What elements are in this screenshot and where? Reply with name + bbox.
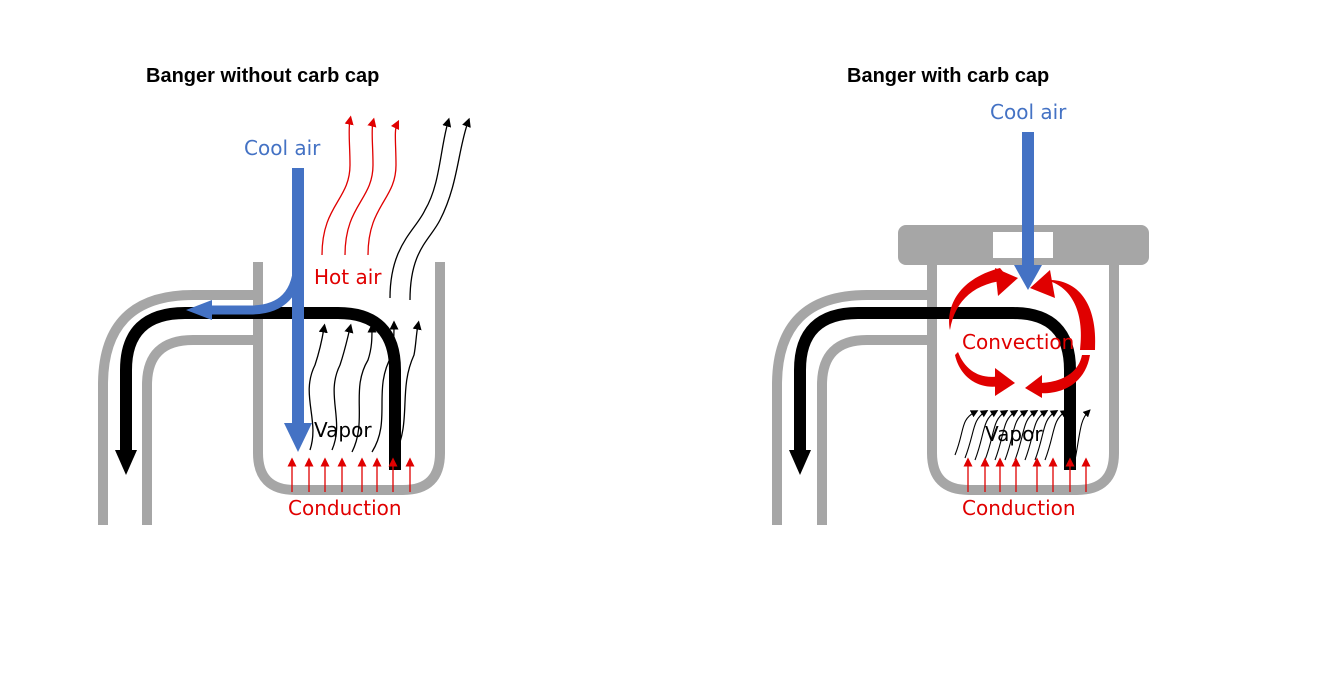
left-vapor-arrows — [308, 117, 471, 456]
left-hot-air-arrows — [321, 115, 400, 256]
convection-label: Convection — [962, 330, 1074, 354]
right-cool-air-arrow — [1014, 132, 1042, 290]
right-conduction-arrows — [963, 457, 1091, 492]
left-vapor-label: Vapor — [314, 418, 372, 442]
right-conduction-label: Conduction — [962, 496, 1076, 520]
left-conduction-arrows — [287, 457, 415, 492]
left-hot-air-label: Hot air — [314, 265, 382, 289]
right-vapor-arrows — [954, 409, 1091, 461]
banger-with-cap-diagram: Banger with carb cap — [772, 65, 1149, 525]
left-banger-glass — [98, 262, 445, 525]
right-vapor-label: Vapor — [985, 422, 1043, 446]
left-cool-air-arrow — [186, 168, 312, 452]
left-conduction-label: Conduction — [288, 496, 402, 520]
right-title: Banger with carb cap — [847, 65, 1049, 87]
right-banger-glass — [772, 262, 1119, 525]
banger-without-cap-diagram: Banger without carb cap — [98, 65, 471, 525]
left-cool-air-label: Cool air — [244, 136, 321, 160]
right-cool-air-label: Cool air — [990, 100, 1067, 124]
convection-arrows — [949, 268, 1096, 398]
right-flow-path — [789, 307, 1076, 475]
left-title: Banger without carb cap — [146, 65, 379, 87]
